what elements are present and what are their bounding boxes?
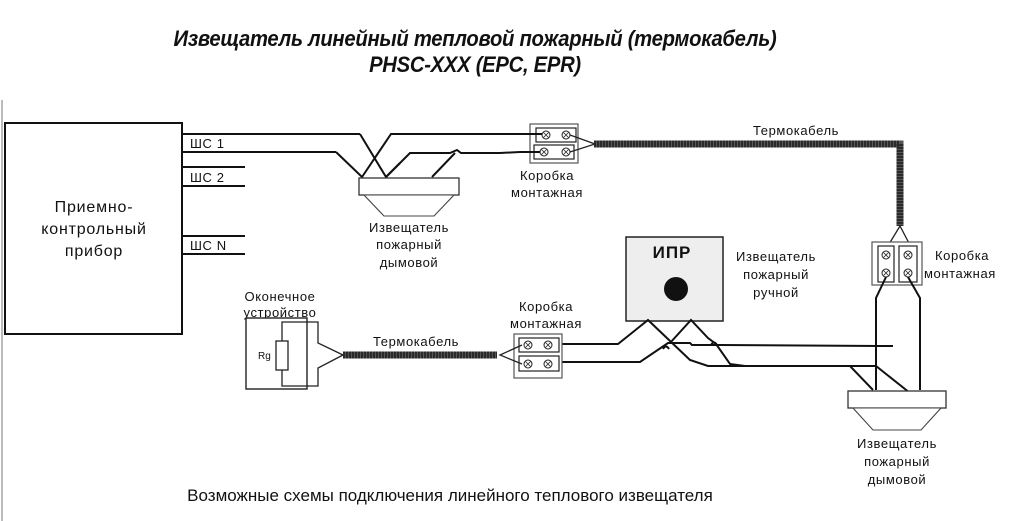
terminal-screw-icon bbox=[881, 250, 913, 278]
junction-box-top-label-1: Коробка bbox=[520, 168, 574, 183]
manual-call-point-label-1: Извещатель bbox=[736, 249, 816, 264]
thermocable-top: Термокабель bbox=[594, 123, 904, 226]
junction-box-bottom-label-2: монтажная bbox=[510, 316, 582, 331]
loop-2: ШС 2 bbox=[182, 166, 245, 187]
smoke-detector-top-base bbox=[358, 177, 460, 196]
resistor-label: Rg bbox=[258, 351, 271, 362]
diagram-subtitle: PHSC-XXX (EPC, EPR) bbox=[369, 52, 581, 77]
right-riser-wiring bbox=[875, 276, 921, 390]
control-panel-label-2: контрольный bbox=[41, 221, 146, 238]
junction-box-top: Коробка монтажная bbox=[511, 123, 598, 200]
manual-call-point-code: ИПР bbox=[653, 243, 692, 262]
junction-box-right-label-1: Коробка bbox=[935, 248, 989, 263]
smoke-detector-top-label-2: пожарный bbox=[376, 237, 442, 252]
junction-box-bottom: Коробка монтажная bbox=[498, 299, 582, 379]
smoke-detector-bottom-label-3: дымовой bbox=[868, 472, 927, 487]
thermocable-top-label: Термокабель bbox=[753, 123, 839, 138]
diagram-caption: Возможные схемы подключения линейного те… bbox=[187, 486, 713, 505]
smoke-detector-top-label-3: дымовой bbox=[380, 255, 439, 270]
loop-2-label: ШС 2 bbox=[190, 170, 225, 185]
manual-call-point-label-2: пожарный bbox=[743, 267, 809, 282]
junction-box-right-label-2: монтажная bbox=[924, 266, 996, 281]
junction-box-right: Коробка монтажная bbox=[871, 224, 996, 286]
smoke-detector-bottom-label-1: Извещатель bbox=[857, 436, 937, 451]
loop-n: ШС N bbox=[182, 235, 245, 255]
manual-call-point-label-3: ручной bbox=[753, 285, 799, 300]
smoke-detector-bottom: Извещатель пожарный дымовой bbox=[847, 390, 947, 487]
terminal-screw-icon bbox=[523, 340, 553, 369]
thermocable-bottom: Термокабель bbox=[343, 334, 497, 359]
junction-box-top-label-2: монтажная bbox=[511, 185, 583, 200]
manual-call-point-button-icon bbox=[664, 277, 688, 301]
bottom-loop-wiring bbox=[562, 318, 911, 394]
smoke-detector-top-label-1: Извещатель bbox=[369, 220, 449, 235]
loop-1-label: ШС 1 bbox=[190, 136, 225, 151]
end-device-label-1: Оконечное bbox=[245, 289, 316, 304]
smoke-detector-bottom-base bbox=[847, 390, 947, 409]
control-panel-label-1: Приемно- bbox=[55, 199, 134, 216]
control-panel-box bbox=[4, 122, 183, 335]
smoke-detector-top-head bbox=[362, 194, 456, 217]
diagram-title: Извещатель линейный тепловой пожарный (т… bbox=[173, 26, 777, 51]
control-panel-label-3: прибор bbox=[65, 243, 123, 260]
end-device: Оконечное устройство Rg bbox=[244, 289, 344, 390]
end-device-label-2: устройство bbox=[244, 305, 317, 320]
thermocable-bottom-label: Термокабель bbox=[373, 334, 459, 349]
smoke-detector-bottom-label-2: пожарный bbox=[864, 454, 930, 469]
loop-1: ШС 1 bbox=[182, 133, 360, 153]
smoke-detector-top: Извещатель пожарный дымовой bbox=[358, 177, 460, 270]
junction-box-bottom-label-1: Коробка bbox=[519, 299, 573, 314]
smoke-detector-bottom-head bbox=[851, 407, 943, 431]
smoke-detector-top-wiring bbox=[335, 133, 521, 179]
resistor-icon bbox=[275, 340, 289, 371]
manual-call-point: ИПР Извещатель пожарный ручной bbox=[625, 236, 816, 322]
loop-n-label: ШС N bbox=[190, 238, 227, 253]
control-panel: Приемно- контрольный прибор bbox=[4, 122, 183, 335]
